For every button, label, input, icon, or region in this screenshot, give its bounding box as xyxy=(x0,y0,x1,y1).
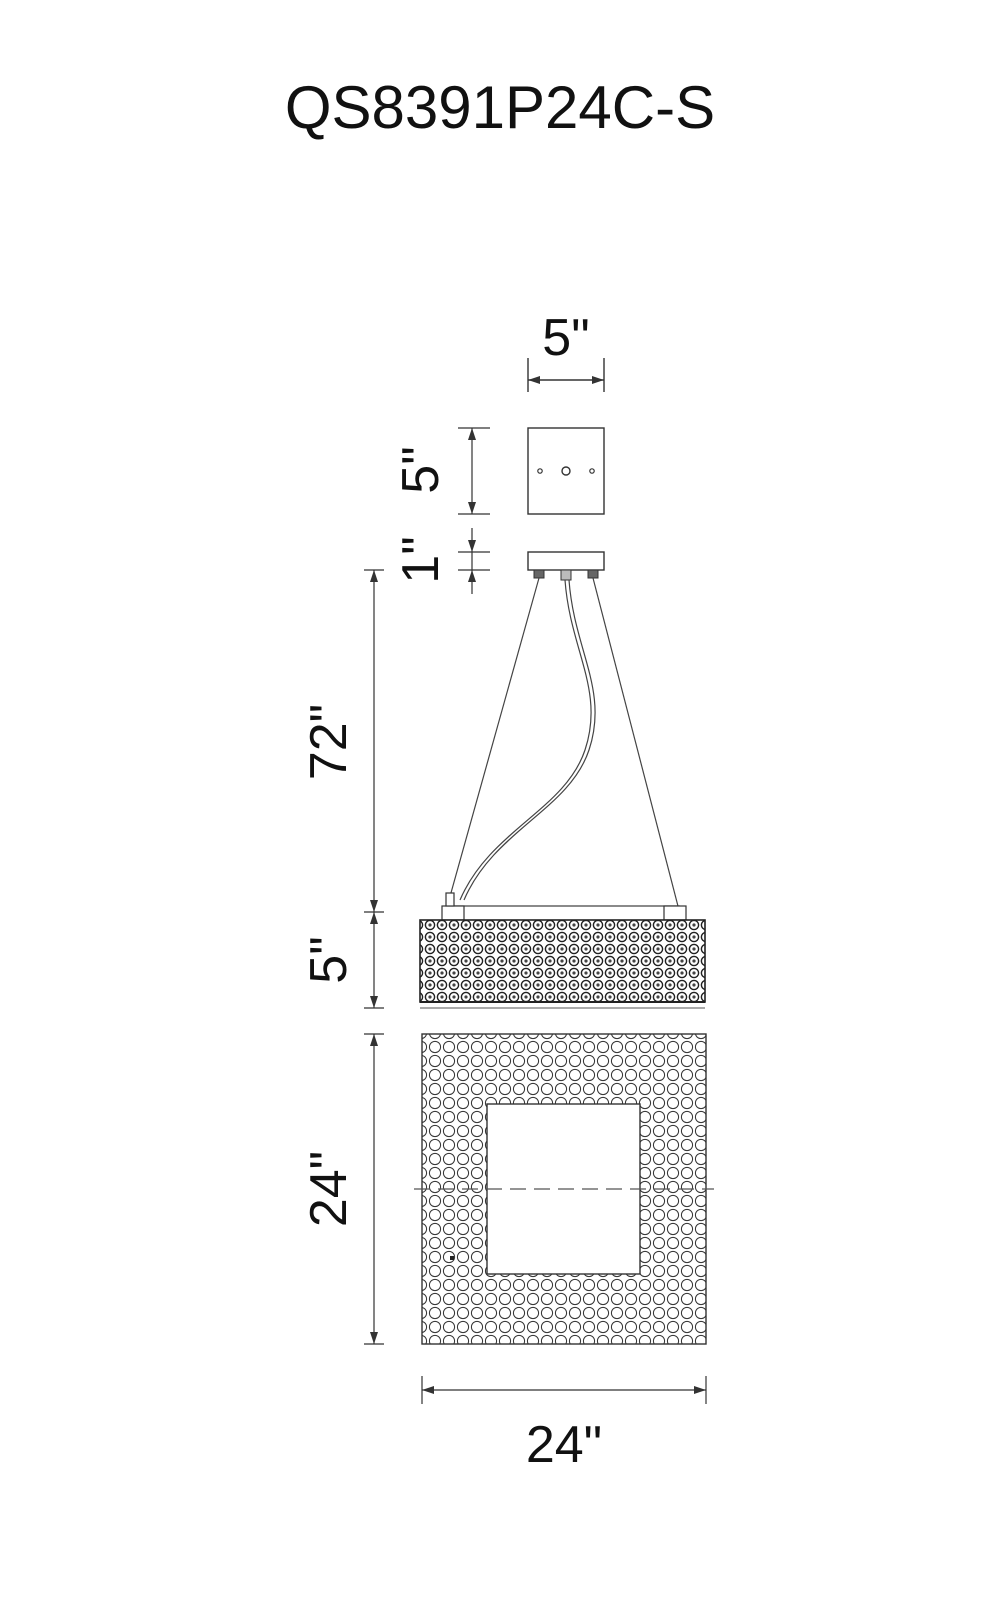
plate-height-label: 1" xyxy=(392,536,450,583)
fixture-width-dimension: 24" xyxy=(421,1376,707,1474)
suspension-cables xyxy=(448,577,680,911)
canopy-width-dimension: 5" xyxy=(527,309,605,392)
fixture-depth-label: 24" xyxy=(300,1151,358,1227)
fixture-width-label: 24" xyxy=(526,1416,602,1474)
mounting-plate xyxy=(527,551,605,581)
fixture-side-view xyxy=(419,892,706,1009)
fixture-height-label: 5" xyxy=(300,936,358,983)
fixture-top-view xyxy=(414,1033,714,1345)
canopy-width-label: 5" xyxy=(542,309,589,367)
canopy xyxy=(527,427,605,515)
canopy-height-dimension: 5" xyxy=(392,427,490,515)
drop-length-label: 72" xyxy=(300,704,358,780)
drop-length-dimension: 72" 5" xyxy=(300,569,384,1009)
model-title: QS8391P24C-S xyxy=(285,74,715,141)
plate-dimension: 1" xyxy=(392,528,490,594)
fixture-depth-dimension: 24" xyxy=(300,1033,384,1345)
canopy-height-label: 5" xyxy=(392,446,450,493)
